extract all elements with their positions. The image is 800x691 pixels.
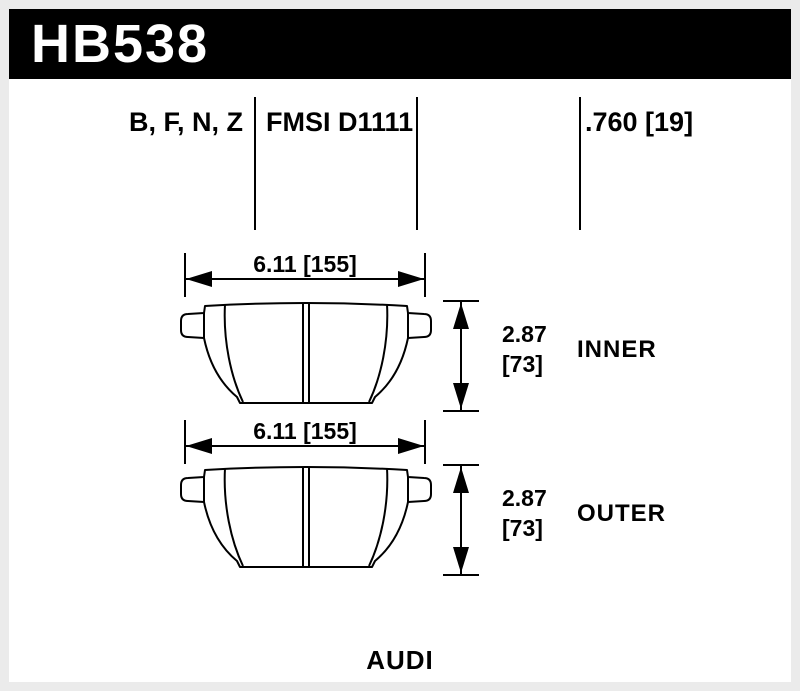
brake-pad-outline-inner — [180, 302, 432, 404]
brake-pad-outline-outer — [180, 466, 432, 568]
height-dimension-inches: 2.87 — [502, 321, 547, 347]
column-divider-line — [416, 97, 418, 230]
part-number: HB538 — [31, 14, 210, 74]
pad-position-label-inner: INNER — [577, 336, 657, 363]
column-divider-line — [579, 97, 581, 230]
width-dimension-arrow — [184, 420, 426, 464]
height-dimension-inches: 2.87 — [502, 485, 547, 511]
fmsi-number: FMSI D1111 — [266, 107, 414, 137]
compound-codes: B, F, N, Z — [129, 107, 243, 137]
width-dimension-label: 6.11 [155] — [253, 418, 357, 444]
height-dimension-arrow — [443, 464, 479, 576]
height-dimension-arrow — [443, 300, 479, 412]
part-number-header: HB538 — [9, 9, 791, 79]
width-dimension-label: 6.11 [155] — [253, 251, 357, 277]
height-dimension-mm: [73] — [502, 515, 543, 541]
column-divider-line — [254, 97, 256, 230]
width-dimension-arrow — [184, 253, 426, 297]
pad-position-label-outer: OUTER — [577, 500, 666, 527]
width-dimension: 6.11 [155] — [184, 418, 426, 464]
height-dimension-mm: [73] — [502, 351, 543, 377]
pad-thickness: .760 [19] — [585, 107, 694, 137]
width-dimension: 6.11 [155] — [184, 251, 426, 297]
vehicle-make: AUDI — [366, 645, 434, 675]
